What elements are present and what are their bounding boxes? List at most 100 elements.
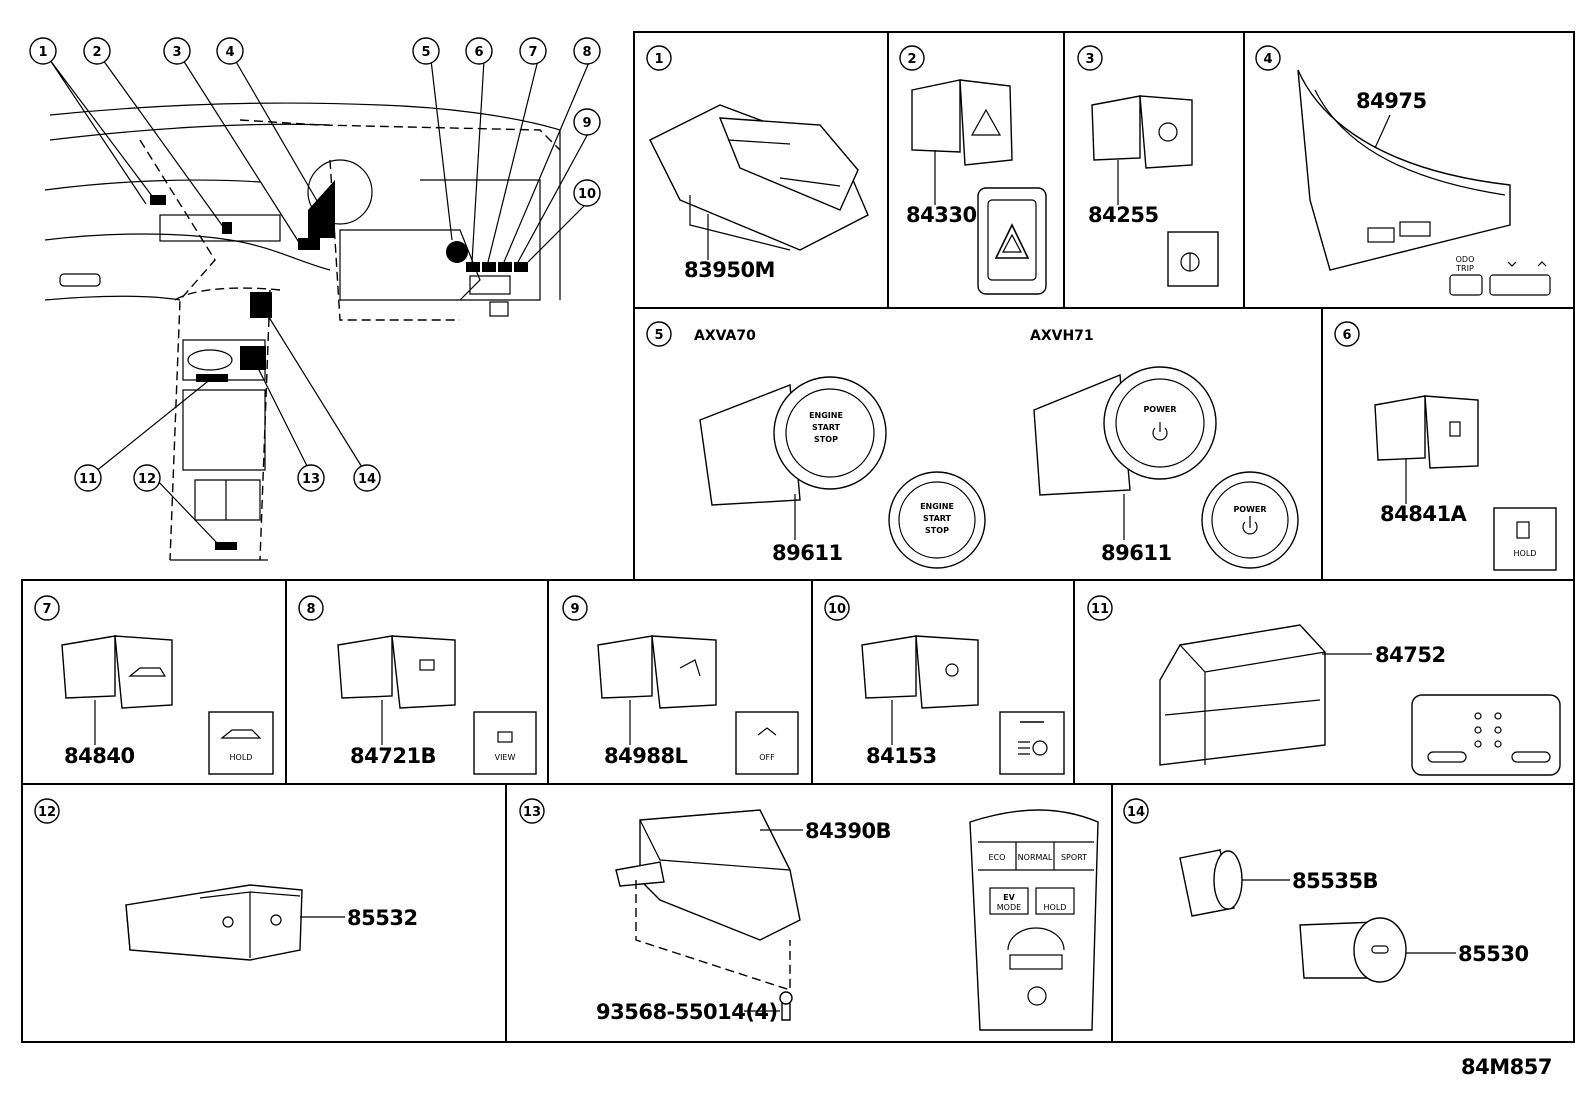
svg-text:10: 10: [828, 602, 846, 617]
svg-text:12: 12: [138, 472, 156, 487]
svg-text:AXVA70: AXVA70: [694, 328, 756, 344]
svg-text:8: 8: [582, 45, 591, 60]
svg-text:13: 13: [302, 472, 320, 487]
svg-text:HOLD: HOLD: [1044, 903, 1067, 912]
svg-text:10: 10: [578, 187, 596, 202]
panel-13: 13 84390B 93568-55014(4) ECO NORMAL SPOR…: [519, 798, 1099, 1031]
svg-text:14: 14: [1127, 805, 1145, 820]
svg-text:83950M: 83950M: [684, 258, 775, 282]
svg-text:84255: 84255: [1088, 203, 1159, 227]
callout-6: 6: [465, 37, 493, 65]
svg-text:3: 3: [172, 45, 181, 60]
callout-12: 12: [133, 464, 161, 492]
panel-9: 9 84988L OFF: [562, 595, 799, 775]
svg-text:STOP: STOP: [814, 435, 838, 444]
svg-text:85532: 85532: [347, 906, 418, 930]
svg-text:9: 9: [570, 602, 579, 617]
svg-text:12: 12: [38, 805, 56, 820]
svg-text:2: 2: [92, 45, 101, 60]
svg-text:HOLD: HOLD: [230, 753, 253, 762]
svg-text:9: 9: [582, 116, 591, 131]
svg-text:1: 1: [38, 45, 47, 60]
svg-text:89611: 89611: [1101, 541, 1172, 565]
svg-text:84975: 84975: [1356, 89, 1427, 113]
svg-text:TRIP: TRIP: [1455, 264, 1474, 273]
callout-2: 2: [83, 37, 111, 65]
svg-text:13: 13: [523, 805, 541, 820]
svg-text:85530: 85530: [1458, 942, 1529, 966]
callout-9: 9: [573, 108, 601, 136]
panel-6: 6 84841A HOLD: [1334, 321, 1557, 571]
svg-text:MODE: MODE: [997, 903, 1021, 912]
svg-text:NORMAL: NORMAL: [1018, 853, 1053, 862]
callout-4: 4: [216, 37, 244, 65]
svg-text:EV: EV: [1003, 893, 1015, 902]
callout-5: 5: [412, 37, 440, 65]
drawing-code: 84M857: [1461, 1055, 1552, 1079]
callout-10: 10: [573, 179, 601, 207]
callout-1: 1: [29, 37, 57, 65]
svg-text:11: 11: [1091, 602, 1109, 617]
svg-text:OFF: OFF: [759, 753, 775, 762]
svg-text:START: START: [923, 514, 952, 523]
callout-8: 8: [573, 37, 601, 65]
svg-text:7: 7: [528, 45, 537, 60]
panel-2: 2 84330: [899, 45, 1047, 295]
svg-text:4: 4: [1263, 52, 1272, 67]
svg-text:HOLD: HOLD: [1514, 549, 1537, 558]
panel-grid: [21, 31, 1575, 1043]
svg-text:VIEW: VIEW: [495, 753, 516, 762]
panel-4: 4 84975 ODO TRIP: [1255, 45, 1551, 296]
callout-11: 11: [74, 464, 102, 492]
svg-text:84841A: 84841A: [1380, 502, 1468, 526]
callout-14: 14: [353, 464, 381, 492]
svg-text:7: 7: [42, 602, 51, 617]
svg-text:84330: 84330: [906, 203, 977, 227]
svg-text:ODO: ODO: [1456, 255, 1475, 264]
panel-8: 8 84721B VIEW: [298, 595, 537, 775]
svg-text:1: 1: [654, 52, 663, 67]
svg-text:4: 4: [225, 45, 234, 60]
svg-text:84390B: 84390B: [805, 819, 891, 843]
svg-text:84988L: 84988L: [604, 744, 688, 768]
svg-text:14: 14: [358, 472, 376, 487]
panel-5: 5 AXVA70 AXVH71 ENGINE START STOP 89611 …: [646, 321, 1299, 569]
svg-text:85535B: 85535B: [1292, 869, 1378, 893]
svg-text:84153: 84153: [866, 744, 937, 768]
svg-text:2: 2: [907, 52, 916, 67]
overview-callouts: 1 2 3 4 5 6 7 8 9 10 11 12 13 14: [29, 37, 601, 492]
svg-text:5: 5: [654, 328, 663, 343]
svg-text:AXVH71: AXVH71: [1030, 328, 1094, 344]
panel-11: 11 84752: [1087, 595, 1561, 776]
svg-text:SPORT: SPORT: [1061, 853, 1087, 862]
svg-text:3: 3: [1085, 52, 1094, 67]
panel-7: 7 84840 HOLD: [34, 595, 274, 775]
svg-text:START: START: [812, 423, 841, 432]
svg-text:11: 11: [79, 472, 97, 487]
svg-text:84752: 84752: [1375, 643, 1446, 667]
callout-7: 7: [519, 37, 547, 65]
dashboard-overview: [44, 59, 591, 561]
panel-14: 14 85535B 85530: [1123, 798, 1529, 983]
svg-text:ENGINE: ENGINE: [920, 502, 954, 511]
callout-3: 3: [163, 37, 191, 65]
svg-text:POWER: POWER: [1143, 405, 1176, 414]
svg-text:6: 6: [1342, 328, 1351, 343]
svg-text:POWER: POWER: [1233, 505, 1266, 514]
panel-10: 10 84153: [824, 595, 1065, 775]
svg-text:6: 6: [474, 45, 483, 60]
svg-text:84721B: 84721B: [350, 744, 436, 768]
panel-1: 1 83950M: [646, 45, 869, 282]
svg-text:ENGINE: ENGINE: [809, 411, 843, 420]
callout-13: 13: [297, 464, 325, 492]
svg-text:93568-55014(4): 93568-55014(4): [596, 1000, 778, 1024]
panel-12: 12 85532: [34, 798, 418, 961]
svg-text:84840: 84840: [64, 744, 135, 768]
svg-text:5: 5: [421, 45, 430, 60]
svg-text:8: 8: [306, 602, 315, 617]
svg-text:89611: 89611: [772, 541, 843, 565]
svg-text:STOP: STOP: [925, 526, 949, 535]
svg-text:ECO: ECO: [989, 853, 1006, 862]
panel-3: 3 84255: [1077, 45, 1219, 287]
